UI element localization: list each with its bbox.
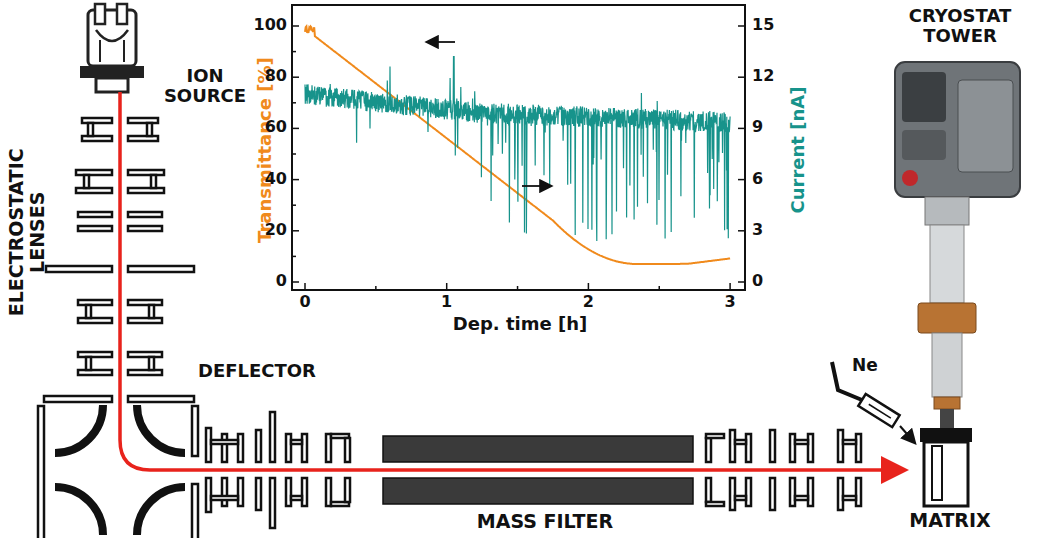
tick-label: 80: [241, 67, 287, 85]
tick-label: 3: [752, 221, 792, 239]
part-label: MASS FILTER: [435, 511, 655, 532]
tick-label: 15: [752, 16, 792, 34]
cryostat-tower: [895, 62, 1020, 506]
axis-title: Current [nA]: [788, 40, 808, 260]
tick-label: 20: [241, 221, 287, 239]
part-label: ION SOURCE: [155, 66, 255, 106]
axis-title: Dep. time [h]: [410, 314, 630, 334]
inset-chart: [292, 5, 745, 290]
ion-source-icon: [80, 4, 144, 92]
part-label: MATRIX: [885, 510, 1015, 531]
tick-label: 6: [752, 170, 792, 188]
tick-label: 40: [241, 170, 287, 188]
tick-label: 9: [752, 118, 792, 136]
tick-label: 0: [241, 272, 287, 290]
gas-label: Ne: [852, 356, 892, 375]
tick-label: 3: [715, 293, 745, 311]
tick-label: 0: [290, 293, 320, 311]
tick-label: 2: [573, 293, 603, 311]
tick-label: 1: [432, 293, 462, 311]
part-label: ELECTROSTATIC LENSES: [6, 112, 49, 352]
tick-label: 0: [752, 272, 792, 290]
tick-label: 100: [241, 16, 287, 34]
tick-label: 12: [752, 67, 792, 85]
axis-title: Transmittance [%]: [255, 20, 275, 280]
part-label: DEFLECTOR: [198, 361, 348, 381]
part-label: CRYOSTAT TOWER: [896, 6, 1024, 46]
tick-label: 60: [241, 118, 287, 136]
